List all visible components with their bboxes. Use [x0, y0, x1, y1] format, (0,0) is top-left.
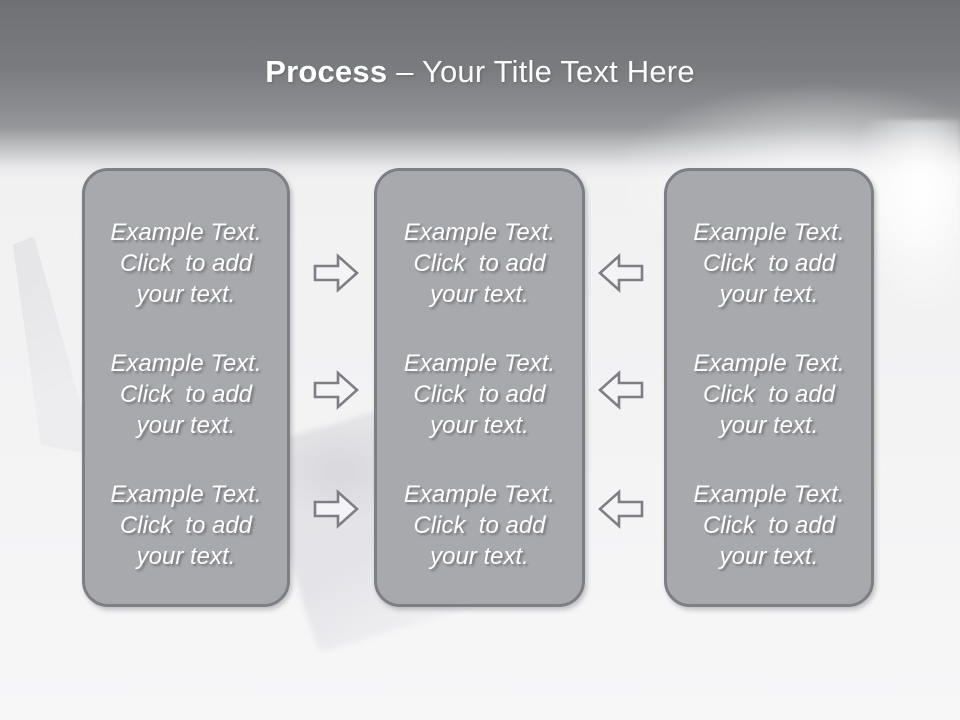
arrow-right-icon: [313, 253, 359, 293]
placeholder-line: Click to add: [119, 381, 253, 408]
placeholder-line: Click to add: [702, 381, 836, 408]
placeholder-line: Click to add: [413, 512, 546, 539]
placeholder-line: Example Text.: [693, 219, 845, 246]
placeholder-line: Example Text.: [693, 350, 845, 377]
arrow-left-icon: [598, 370, 644, 410]
text-placeholder[interactable]: Example Text. Click to add your text.: [85, 348, 287, 441]
placeholder-line: Example Text.: [403, 350, 556, 377]
placeholder-line: your text.: [719, 281, 819, 308]
slide-title[interactable]: Process– Your Title Text Here: [0, 52, 960, 92]
text-placeholder[interactable]: Example Text. Click to add your text.: [377, 217, 582, 310]
placeholder-line: Click to add: [119, 250, 253, 277]
text-placeholder[interactable]: Example Text. Click to add your text.: [85, 217, 287, 310]
placeholder-line: your text.: [719, 412, 819, 439]
placeholder-line: Example Text.: [403, 219, 556, 246]
process-box-right[interactable]: Example Text. Click to add your text. Ex…: [664, 168, 874, 607]
text-placeholder[interactable]: Example Text. Click to add your text.: [667, 479, 871, 572]
placeholder-line: your text.: [136, 281, 236, 308]
arrow-left-icon: [598, 489, 644, 529]
process-box-left[interactable]: Example Text. Click to add your text. Ex…: [82, 168, 290, 607]
placeholder-line: Example Text.: [693, 481, 845, 508]
placeholder-line: Example Text.: [110, 481, 262, 508]
text-placeholder[interactable]: Example Text. Click to add your text.: [85, 479, 287, 572]
placeholder-line: Example Text.: [403, 481, 556, 508]
placeholder-line: your text.: [136, 543, 236, 570]
placeholder-line: Click to add: [702, 250, 836, 277]
placeholder-line: Click to add: [702, 512, 836, 539]
arrow-right-icon: [313, 370, 359, 410]
placeholder-line: Click to add: [119, 512, 253, 539]
arrow-left-icon: [598, 253, 644, 293]
placeholder-line: Example Text.: [110, 350, 262, 377]
placeholder-line: Click to add: [413, 381, 546, 408]
slide-title-topic: Process: [265, 54, 388, 89]
process-box-center[interactable]: Example Text. Click to add your text. Ex…: [374, 168, 585, 607]
placeholder-line: your text.: [430, 281, 529, 308]
text-placeholder[interactable]: Example Text. Click to add your text.: [377, 348, 582, 441]
placeholder-line: Example Text.: [110, 219, 262, 246]
slide-title-placeholder: – Your Title Text Here: [396, 54, 695, 89]
background-laptop-screen-watermark: [12, 236, 92, 454]
placeholder-line: your text.: [136, 412, 236, 439]
arrow-right-icon: [313, 489, 359, 529]
title-band: Process– Your Title Text Here: [0, 0, 960, 120]
placeholder-line: Click to add: [413, 250, 546, 277]
text-placeholder[interactable]: Example Text. Click to add your text.: [377, 479, 582, 572]
text-placeholder[interactable]: Example Text. Click to add your text.: [667, 348, 871, 441]
text-placeholder[interactable]: Example Text. Click to add your text.: [667, 217, 871, 310]
placeholder-line: your text.: [430, 543, 529, 570]
placeholder-line: your text.: [430, 412, 529, 439]
placeholder-line: your text.: [719, 543, 819, 570]
